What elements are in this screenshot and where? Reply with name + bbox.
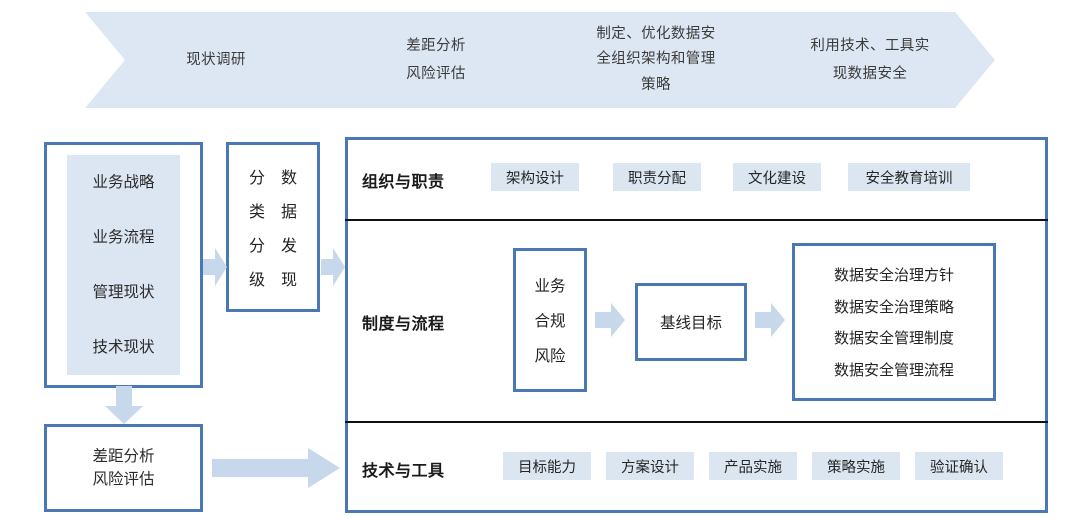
gap-analysis-item-list: 差距分析 风险评估 xyxy=(44,424,203,512)
discovery-char: 据 xyxy=(281,204,298,221)
arrow-down-status-to-gap xyxy=(105,386,143,424)
tag-tech-3[interactable]: 策略实施 xyxy=(812,452,900,480)
row-label-organization: 组织与职责 xyxy=(362,174,445,191)
policy-source-item: 业务 xyxy=(534,278,566,295)
baseline-target-label: 基线目标 xyxy=(659,315,722,332)
classification-columns: 分 类 分 级 数 据 发 现 xyxy=(226,142,320,312)
gap-analysis-item: 风险评估 xyxy=(92,471,155,488)
arrow-right-status-to-classification xyxy=(203,248,227,286)
arrow-right-source-to-baseline xyxy=(595,303,625,337)
tag-org-3[interactable]: 安全教育培训 xyxy=(848,163,970,191)
current-status-item: 管理现状 xyxy=(92,283,155,301)
arrow-right-baseline-to-outputs xyxy=(755,303,785,337)
policy-source-box[interactable]: 业务 合规 风险 xyxy=(513,248,587,392)
classification-discovery-box[interactable] xyxy=(226,142,320,312)
policy-output-box[interactable]: 数据安全治理方针 数据安全治理策略 数据安全管理制度 数据安全管理流程 xyxy=(792,243,996,401)
tag-org-1[interactable]: 职责分配 xyxy=(613,163,701,191)
classification-char: 级 xyxy=(248,272,265,289)
classification-column-right: 数 据 发 现 xyxy=(281,164,297,290)
policy-output-item: 数据安全管理制度 xyxy=(833,330,954,348)
classification-char: 类 xyxy=(248,204,265,221)
policy-output-item: 数据安全管理流程 xyxy=(833,361,954,379)
policy-output-item: 数据安全治理方针 xyxy=(833,267,954,285)
current-status-item: 技术现状 xyxy=(92,338,155,356)
banner-step-4[interactable]: 利用技术、工具实 现数据安全 xyxy=(745,12,995,108)
policy-output-item: 数据安全治理策略 xyxy=(833,298,954,316)
banner-step-1[interactable]: 现状调研 xyxy=(85,12,347,108)
tag-org-2[interactable]: 文化建设 xyxy=(733,163,821,191)
banner-step-2-line-2: 风险评估 xyxy=(406,66,466,82)
tag-tech-2[interactable]: 产品实施 xyxy=(709,452,797,480)
tag-tech-0[interactable]: 目标能力 xyxy=(503,452,591,480)
row-label-technology-tools: 技术与工具 xyxy=(362,463,445,480)
gap-analysis-item: 差距分析 xyxy=(92,447,155,465)
arrow-right-classification-to-panel xyxy=(321,248,345,286)
current-status-item-list: 业务战略 业务流程 管理现状 技术现状 xyxy=(67,155,180,375)
banner-step-3-line-3: 策略 xyxy=(641,76,671,93)
tag-tech-4[interactable]: 验证确认 xyxy=(915,452,1003,480)
gap-analysis-box[interactable] xyxy=(44,424,203,512)
row-label-policy-process: 制度与流程 xyxy=(362,316,445,333)
discovery-char: 数 xyxy=(281,170,298,187)
discovery-char: 现 xyxy=(281,272,298,289)
banner-step-2[interactable]: 差距分析 风险评估 xyxy=(305,12,567,108)
policy-source-item: 合规 xyxy=(534,313,566,330)
panel-divider-2 xyxy=(345,421,1048,423)
discovery-char: 发 xyxy=(281,238,298,255)
banner-step-4-line-1: 利用技术、工具实 xyxy=(810,37,930,54)
banner-step-2-line-1: 差距分析 xyxy=(406,37,466,54)
tag-tech-1[interactable]: 方案设计 xyxy=(606,452,694,480)
classification-char: 分 xyxy=(248,170,265,187)
current-status-item: 业务流程 xyxy=(92,228,155,246)
panel-divider-1 xyxy=(345,219,1048,221)
tag-org-0[interactable]: 架构设计 xyxy=(491,163,579,191)
banner-step-3[interactable]: 制定、优化数据安 全组织架构和管理 策略 xyxy=(525,12,787,108)
arrow-right-gap-to-panel xyxy=(212,448,340,488)
banner-step-3-line-1: 制定、优化数据安 xyxy=(596,25,716,42)
current-status-item: 业务战略 xyxy=(92,173,155,191)
banner-step-1-line-1: 现状调研 xyxy=(186,51,246,68)
banner-step-4-line-2: 现数据安全 xyxy=(832,66,908,82)
policy-source-item: 风险 xyxy=(534,348,566,365)
classification-char: 分 xyxy=(248,238,265,255)
classification-column-left: 分 类 分 级 xyxy=(249,164,265,290)
banner-step-3-line-2: 全组织架构和管理 xyxy=(596,51,716,68)
baseline-target-box[interactable]: 基线目标 xyxy=(635,283,747,361)
current-status-inner-fill xyxy=(67,155,180,375)
